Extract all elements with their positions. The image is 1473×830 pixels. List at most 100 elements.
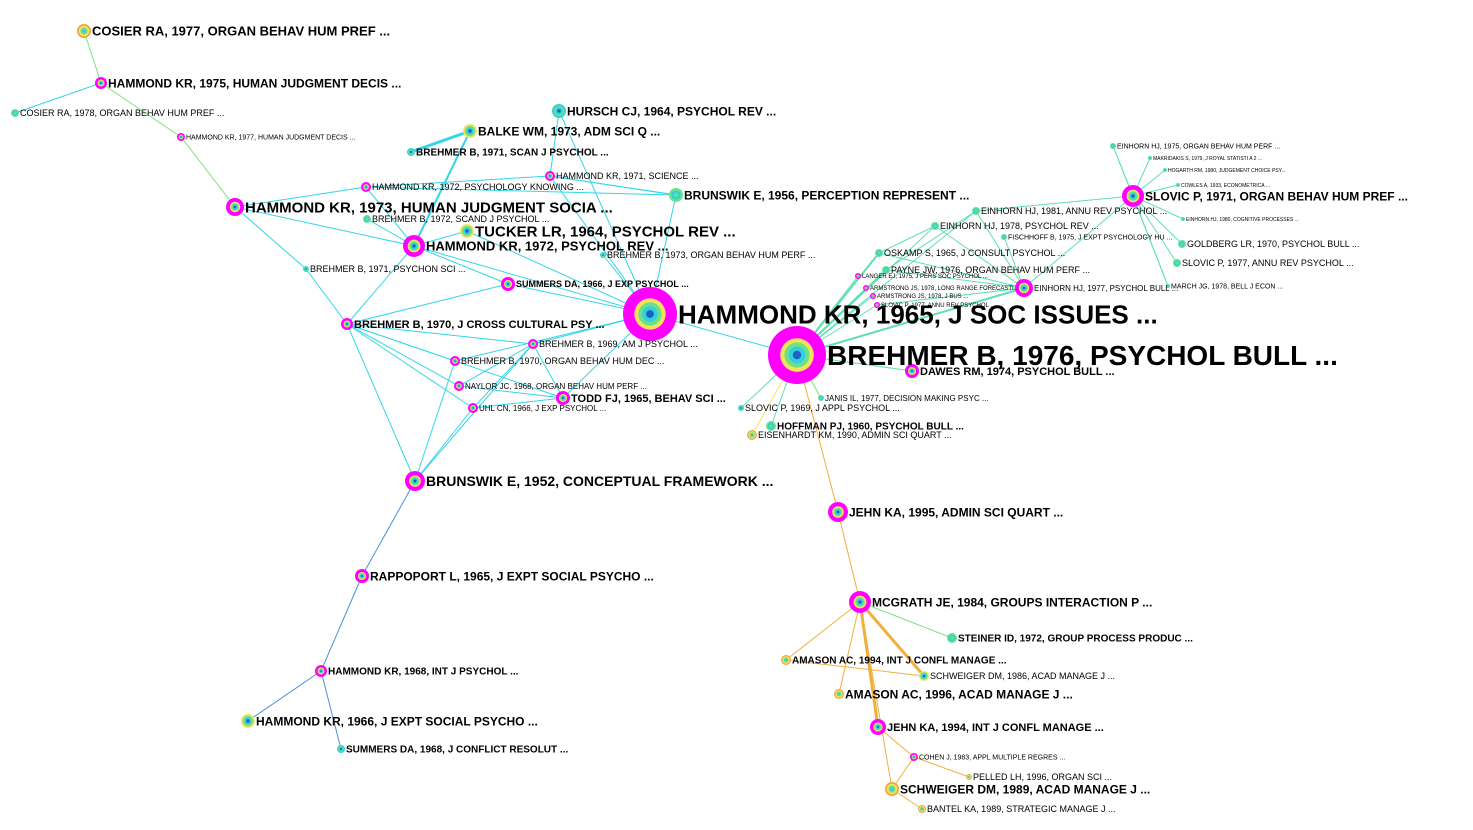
label-balke1973[interactable]: BALKE WM, 1973, ADM SCI Q ... [478,124,660,138]
label-fischhoff1975[interactable]: FISCHHOFF B, 1975, J EXPT PSYCHOLOGY HU … [1008,235,1172,242]
node-langer1975[interactable] [855,273,861,279]
node-amason1994[interactable] [781,655,791,665]
label-hammond1975[interactable]: HAMMOND KR, 1975, HUMAN JUDGMENT DECIS .… [108,76,401,90]
node-schweiger1989[interactable] [885,782,899,796]
node-brehmer1973[interactable] [600,252,606,258]
label-brehmer1969[interactable]: BREHMER B, 1969, AM J PSYCHOL ... [539,339,698,349]
label-brehmer1970b[interactable]: BREHMER B, 1970, ORGAN BEHAV HUM DEC ... [461,356,664,366]
label-slovic1977[interactable]: SLOVIC P, 1977, ANNU REV PSYCHOL ... [1182,258,1354,268]
node-brehmer1969[interactable] [528,339,538,349]
node-brehmer1970b[interactable] [450,356,460,366]
node-janis1977[interactable] [818,395,824,401]
label-hammond1966[interactable]: HAMMOND KR, 1966, J EXPT SOCIAL PSYCHO .… [256,714,538,728]
node-einhorn1978[interactable] [931,222,939,230]
node-slovic1977b[interactable] [874,302,880,308]
node-rappoport1965[interactable] [355,569,369,583]
node-amason1996[interactable] [834,689,844,699]
label-hammond1972b[interactable]: HAMMOND KR, 1972, PSYCHOLOGY KNOWING ... [372,182,584,192]
label-schweiger1989[interactable]: SCHWEIGER DM, 1989, ACAD MANAGE J ... [900,782,1150,796]
label-jehn1995[interactable]: JEHN KA, 1995, ADMIN SCI QUART ... [849,505,1063,519]
label-einhorn1981[interactable]: EINHORN HJ, 1981, ANNU REV PSYCHOL ... [981,206,1167,216]
node-brehmer1970a[interactable] [341,318,353,330]
label-summers1968[interactable]: SUMMERS DA, 1968, J CONFLICT RESOLUT ... [346,745,568,756]
node-naylor1968[interactable] [454,381,464,391]
label-janis1977[interactable]: JANIS IL, 1977, DECISION MAKING PSYC ... [825,394,989,403]
node-march1978[interactable] [1166,284,1170,288]
node-hammond1971[interactable] [545,171,555,181]
label-cosier1977[interactable]: COSIER RA, 1977, ORGAN BEHAV HUM PREF ..… [92,24,390,39]
label-jehn1994[interactable]: JEHN KA, 1994, INT J CONFL MANAGE ... [887,722,1104,734]
label-eisenhardt1990[interactable]: EISENHARDT KM, 1990, ADMIN SCI QUART ... [758,430,952,440]
label-amason1996[interactable]: AMASON AC, 1996, ACAD MANAGE J ... [845,687,1073,701]
label-hammond1965[interactable]: HAMMOND KR, 1965, J SOC ISSUES ... [678,299,1158,329]
label-todd1965[interactable]: TODD FJ, 1965, BEHAV SCI ... [571,393,726,405]
node-summers1968[interactable] [337,745,345,753]
node-uhl1966[interactable] [468,403,478,413]
node-einhorn1975[interactable] [1110,143,1116,149]
label-uhl1966[interactable]: UHL CN, 1966, J EXP PSYCHOL ... [479,404,606,413]
label-hammond1972[interactable]: HAMMOND KR, 1972, PSYCHOL REV ... [426,239,668,254]
node-pelled1996[interactable] [966,774,972,780]
label-armstrong1978a[interactable]: ARMSTRONG JS, 1978, LONG RANGE FORECASTI… [870,286,1019,292]
node-brehmer1971b[interactable] [303,266,309,272]
label-brunswik1952[interactable]: BRUNSWIK E, 1952, CONCEPTUAL FRAMEWORK .… [426,473,773,489]
node-cohen1983[interactable] [910,753,918,761]
label-hammond1968[interactable]: HAMMOND KR, 1968, INT J PSYCHOL ... [328,667,519,678]
node-goldberg1970[interactable] [1178,240,1186,248]
label-einhorn1980[interactable]: EINHORN HJ, 1980, COGNITIVE PROCESSES ..… [1186,217,1299,223]
node-oskamp1965[interactable] [875,249,883,257]
node-makridakis1979[interactable] [1148,156,1152,160]
label-slovic1971[interactable]: SLOVIC P, 1971, ORGAN BEHAV HUM PREF ... [1145,189,1408,203]
label-steiner1972[interactable]: STEINER ID, 1972, GROUP PROCESS PRODUC .… [958,634,1193,645]
label-goldberg1970[interactable]: GOLDBERG LR, 1970, PSYCHOL BULL ... [1187,239,1359,249]
label-makridakis1979[interactable]: MAKRIDAKIS S, 1979, J ROYAL STATISTI A 2… [1153,156,1262,162]
label-mcgrath1984[interactable]: MCGRATH JE, 1984, GROUPS INTERACTION P .… [872,595,1152,609]
node-dawes1974[interactable] [905,364,919,378]
label-einhorn1977[interactable]: EINHORN HJ, 1977, PSYCHOL BULL ... [1034,284,1178,293]
node-cowles1933[interactable] [1176,183,1180,187]
label-oskamp1965[interactable]: OSKAMP S, 1965, J CONSULT PSYCHOL ... [884,248,1065,258]
node-brunswik1956[interactable] [669,188,683,202]
label-bantel1989[interactable]: BANTEL KA, 1989, STRATEGIC MANAGE J ... [927,804,1116,814]
node-hammond1977[interactable] [177,133,185,141]
node-jehn1994[interactable] [870,719,886,735]
node-slovic1971[interactable] [1122,185,1144,207]
node-fischhoff1975[interactable] [1001,234,1007,240]
node-hammond1975[interactable] [95,77,107,89]
node-hursch1964[interactable] [552,104,566,118]
node-hammond1973[interactable] [226,198,244,216]
node-armstrong1978b[interactable] [870,293,876,299]
label-brehmer1973[interactable]: BREHMER B, 1973, ORGAN BEHAV HUM PERF ..… [607,250,815,260]
label-armstrong1978b[interactable]: ARMSTRONG JS, 1978, J BUS ... [877,294,969,300]
label-schweiger1986[interactable]: SCHWEIGER DM, 1986, ACAD MANAGE J ... [930,671,1115,681]
node-brehmer1971a[interactable] [407,148,415,156]
node-balke1973[interactable] [463,124,477,138]
label-cowles1933[interactable]: COWLES A, 1933, ECONOMETRICA ... [1181,183,1270,189]
label-einhorn1975[interactable]: EINHORN HJ, 1975, ORGAN BEHAV HUM PERF .… [1117,144,1280,151]
node-mcgrath1984[interactable] [849,591,871,613]
node-todd1965[interactable] [556,391,570,405]
label-hammond1977[interactable]: HAMMOND KR, 1977, HUMAN JUDGMENT DECIS .… [186,135,356,142]
node-hammond1972[interactable] [403,235,425,257]
node-schweiger1986[interactable] [919,671,929,681]
node-bantel1989[interactable] [918,805,926,813]
node-hammond1972b[interactable] [361,182,371,192]
label-einhorn1978[interactable]: EINHORN HJ, 1978, PSYCHOL REV ... [940,221,1099,231]
node-brunswik1952[interactable] [405,471,425,491]
label-summers1966[interactable]: SUMMERS DA, 1966, J EXP PSYCHOL ... [516,279,689,289]
label-hogarth1980[interactable]: HOGARTH RM, 1980, JUDGEMENT CHOICE PSY..… [1168,168,1286,174]
label-brehmer1976[interactable]: BREHMER B, 1976, PSYCHOL BULL ... [827,340,1338,371]
label-hammond1973[interactable]: HAMMOND KR, 1973, HUMAN JUDGMENT SOCIA .… [245,199,613,216]
node-hoffman1960[interactable] [766,421,776,431]
node-brehmer1972[interactable] [363,215,371,223]
node-steiner1972[interactable] [947,633,957,643]
label-payne1976[interactable]: PAYNE JW, 1976, ORGAN BEHAV HUM PERF ... [891,265,1090,275]
label-slovic1969[interactable]: SLOVIC P, 1969, J APPL PSYCHOL ... [745,403,900,413]
label-slovic1977b[interactable]: SLOVIC P, 1977, ANNU REV PSYCHOL ... [881,303,996,309]
label-langer1975[interactable]: LANGER EJ, 1975, J PERS SOC PSYCHOL ... [862,274,988,280]
label-rappoport1965[interactable]: RAPPOPORT L, 1965, J EXPT SOCIAL PSYCHO … [370,569,654,583]
label-cosier1978[interactable]: COSIER RA, 1978, ORGAN BEHAV HUM PREF ..… [20,108,224,118]
node-hammond1965[interactable] [623,287,677,341]
label-amason1994[interactable]: AMASON AC, 1994, INT J CONFL MANAGE ... [792,656,1007,667]
node-cosier1977[interactable] [77,24,91,38]
